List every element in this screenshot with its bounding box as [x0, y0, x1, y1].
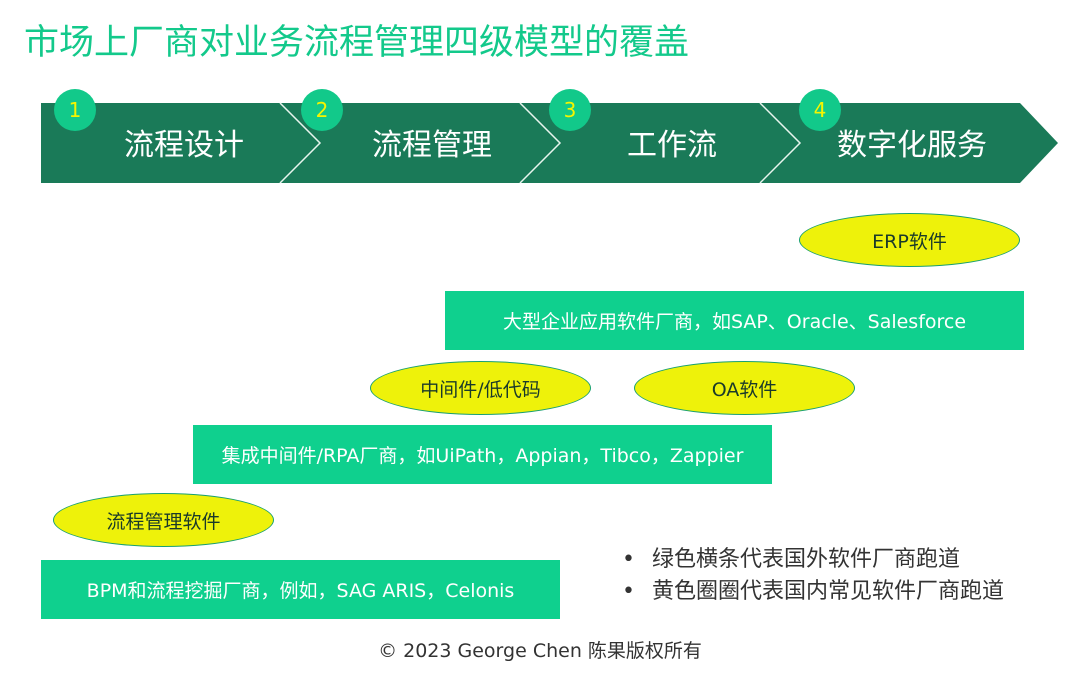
stage-label-2: 流程管理	[372, 128, 492, 163]
stage-number-2: 2	[301, 89, 343, 131]
stage-label-4: 数字化服务	[837, 128, 987, 163]
legend-item-yellow: •黄色圈圈代表国内常见软件厂商跑道	[622, 579, 1005, 604]
chevron-divider	[519, 102, 562, 184]
stage-number-3: 3	[549, 89, 591, 131]
bar-integration-rpa: 集成中间件/RPA厂商，如UiPath，Appian，Tibco，Zappier	[193, 425, 772, 484]
legend-text: 绿色横条代表国外软件厂商跑道	[652, 547, 961, 572]
ellipse-oa: OA软件	[634, 361, 855, 415]
stage-label-1: 流程设计	[124, 128, 244, 163]
page-title: 市场上厂商对业务流程管理四级模型的覆盖	[24, 23, 690, 63]
legend-item-green: •绿色横条代表国外软件厂商跑道	[622, 547, 961, 572]
chevron-divider	[759, 102, 802, 184]
ellipse-erp: ERP软件	[799, 213, 1020, 267]
bar-enterprise-apps: 大型企业应用软件厂商，如SAP、Oracle、Salesforce	[445, 291, 1024, 350]
ellipse-middleware-lowcode: 中间件/低代码	[370, 361, 591, 415]
chevron-divider	[279, 102, 322, 184]
stage-number-1: 1	[54, 89, 96, 131]
bar-bpm-mining: BPM和流程挖掘厂商，例如，SAG ARIS，Celonis	[41, 560, 560, 619]
legend-text: 黄色圈圈代表国内常见软件厂商跑道	[652, 579, 1005, 604]
stage-number-4: 4	[799, 89, 841, 131]
stage-label-3: 工作流	[627, 128, 717, 163]
copyright-footer: © 2023 George Chen 陈果版权所有	[378, 640, 702, 662]
ellipse-bpm-software: 流程管理软件	[53, 493, 274, 547]
